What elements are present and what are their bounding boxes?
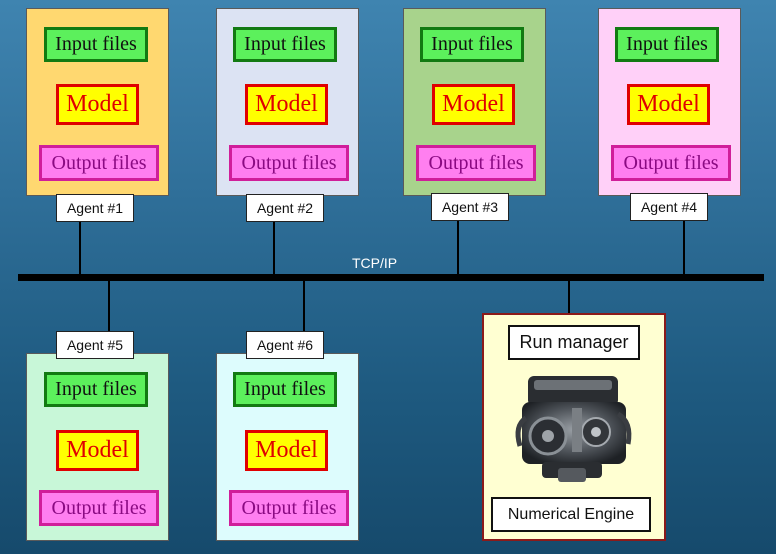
agent-1-output-files: Output files	[39, 145, 159, 181]
connector-run-manager	[568, 280, 570, 314]
agent-1-input-files: Input files	[44, 27, 148, 62]
agent-6-input-files: Input files	[233, 372, 337, 407]
agent-3-tag: Agent #3	[431, 193, 509, 221]
agent-2-model: Model	[245, 84, 328, 125]
connector-agent-3	[457, 221, 459, 275]
agent-4-input-files: Input files	[615, 27, 719, 62]
engine-image	[515, 376, 632, 482]
agent-1-tag: Agent #1	[56, 194, 134, 222]
agent-2-input-files: Input files	[233, 27, 337, 62]
agent-1-model: Model	[56, 84, 139, 125]
connector-agent-5	[108, 280, 110, 332]
run-manager-title: Run manager	[508, 325, 640, 360]
agent-3-model: Model	[432, 84, 515, 125]
connector-agent-4	[683, 221, 685, 275]
agent-3-input-files: Input files	[420, 27, 524, 62]
agent-5-input-files: Input files	[44, 372, 148, 407]
agent-5-model: Model	[56, 430, 139, 471]
connector-agent-6	[303, 280, 305, 332]
agent-4-model: Model	[627, 84, 710, 125]
agent-4-output-files: Output files	[611, 145, 731, 181]
agent-2-tag: Agent #2	[246, 194, 324, 222]
agent-3-output-files: Output files	[416, 145, 536, 181]
tcp-ip-label: TCP/IP	[352, 255, 398, 271]
connector-agent-2	[273, 221, 275, 275]
agent-6-model: Model	[245, 430, 328, 471]
agent-6-tag: Agent #6	[246, 331, 324, 359]
agent-5-output-files: Output files	[39, 490, 159, 526]
numerical-engine-label: Numerical Engine	[491, 497, 651, 532]
connector-agent-1	[79, 221, 81, 275]
agent-6-output-files: Output files	[229, 490, 349, 526]
agent-5-tag: Agent #5	[56, 331, 134, 359]
agent-4-tag: Agent #4	[630, 193, 708, 221]
agent-2-output-files: Output files	[229, 145, 349, 181]
tcp-ip-bus	[18, 274, 764, 281]
